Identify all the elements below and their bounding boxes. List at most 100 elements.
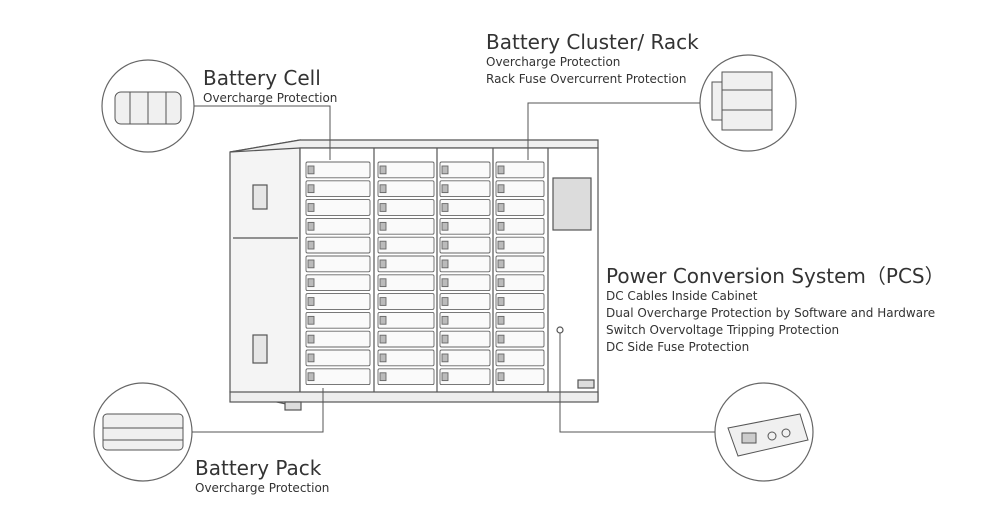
battery-module — [495, 293, 545, 310]
cabinet-roof — [229, 139, 599, 153]
leader-rack — [527, 102, 700, 160]
module-handle — [307, 372, 315, 382]
battery-module — [495, 199, 545, 216]
module-handle — [307, 297, 315, 306]
battery-module — [305, 199, 371, 216]
module-handle — [497, 240, 505, 250]
battery-module — [377, 311, 435, 329]
battery-pack-desc-1: Overcharge Protection — [195, 481, 330, 495]
module-handle — [441, 240, 449, 250]
battery-module — [495, 311, 545, 329]
module-handle — [379, 297, 387, 306]
battery-module — [377, 274, 435, 292]
battery-module — [377, 349, 435, 367]
battery-module — [439, 255, 491, 273]
battery-module — [495, 255, 545, 273]
module-handle — [441, 353, 449, 363]
module-handle — [307, 240, 315, 250]
battery-module — [305, 293, 371, 310]
pcs-label: Power Conversion System（PCS） DC Cables I… — [606, 264, 945, 356]
leader-pack — [192, 388, 324, 433]
module-handle — [307, 315, 315, 325]
battery-module — [439, 180, 491, 198]
battery-module — [439, 311, 491, 329]
module-handle — [379, 334, 387, 344]
module-handle — [379, 203, 387, 212]
module-handle — [441, 203, 449, 212]
battery-module — [495, 274, 545, 292]
battery-module — [495, 161, 545, 179]
battery-module — [377, 236, 435, 254]
cabinet-side-wall — [229, 139, 301, 408]
pcs-grille — [552, 177, 592, 231]
battery-rack-desc-2: Rack Fuse Overcurrent Protection — [486, 72, 687, 86]
battery-cell-title: Battery Cell — [203, 66, 321, 90]
module-handle — [441, 259, 449, 269]
battery-cell-icon — [114, 91, 182, 125]
pcs-desc-4: DC Side Fuse Protection — [606, 340, 750, 354]
battery-module — [495, 180, 545, 198]
battery-module — [439, 330, 491, 348]
battery-cell-desc-1: Overcharge Protection — [203, 91, 338, 105]
side-vent-bottom — [252, 334, 268, 364]
module-handle — [379, 278, 387, 288]
battery-pack-label: Battery Pack Overcharge Protection — [195, 456, 329, 497]
battery-module — [377, 255, 435, 273]
battery-module — [495, 368, 545, 386]
module-handle — [441, 221, 449, 231]
battery-module — [305, 274, 371, 292]
battery-module — [439, 236, 491, 254]
battery-rack-title: Battery Cluster/ Rack — [486, 30, 699, 54]
pcs-desc-2: Dual Overcharge Protection by Software a… — [606, 306, 936, 320]
module-handle — [497, 334, 505, 344]
module-handle — [441, 315, 449, 325]
battery-module — [305, 236, 371, 254]
battery-module — [305, 180, 371, 198]
battery-cell-label: Battery Cell Overcharge Protection — [203, 66, 337, 107]
module-handle — [441, 334, 449, 344]
module-handle — [497, 221, 505, 231]
module-handle — [441, 372, 449, 382]
battery-module — [439, 368, 491, 386]
battery-module — [377, 330, 435, 348]
battery-module — [305, 311, 371, 329]
module-handle — [497, 259, 505, 269]
battery-module — [439, 161, 491, 179]
battery-module — [305, 161, 371, 179]
pcs-desc-1: DC Cables Inside Cabinet — [606, 289, 758, 303]
battery-module — [439, 274, 491, 292]
battery-module — [305, 368, 371, 386]
battery-module — [495, 217, 545, 235]
battery-module — [377, 161, 435, 179]
module-handle — [307, 259, 315, 269]
module-handle — [379, 184, 387, 194]
module-handle — [307, 278, 315, 288]
leader-cell — [194, 105, 331, 160]
module-handle — [379, 315, 387, 325]
module-handle — [497, 353, 505, 363]
battery-rack-icon — [711, 71, 773, 131]
battery-module — [439, 199, 491, 216]
cabinet-base — [229, 391, 599, 403]
leader-pcs — [559, 333, 715, 433]
module-handle — [379, 372, 387, 382]
battery-module — [377, 199, 435, 216]
module-handle — [307, 203, 315, 212]
battery-module — [439, 217, 491, 235]
battery-pack-title: Battery Pack — [195, 456, 322, 480]
module-handle — [497, 372, 505, 382]
module-handle — [307, 334, 315, 344]
battery-module — [305, 217, 371, 235]
battery-module — [305, 255, 371, 273]
battery-module — [377, 180, 435, 198]
battery-rack-label: Battery Cluster/ Rack Overcharge Protect… — [486, 30, 699, 88]
module-handle — [497, 165, 505, 175]
module-handle — [379, 221, 387, 231]
module-handle — [379, 353, 387, 363]
battery-module — [377, 368, 435, 386]
battery-modules — [305, 161, 545, 386]
battery-module — [495, 349, 545, 367]
module-handle — [379, 240, 387, 250]
